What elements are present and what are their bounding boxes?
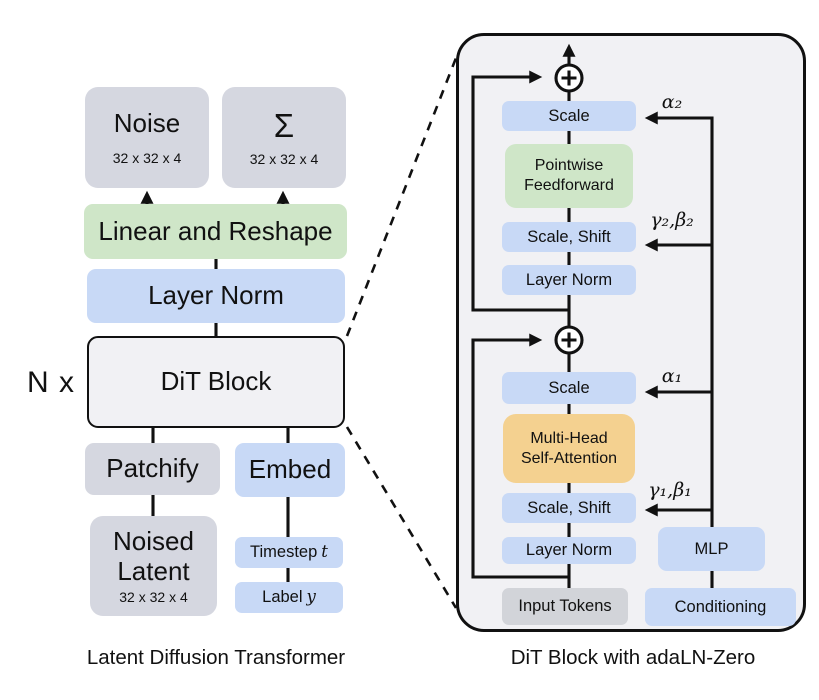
noised-latent-label: Noised Latent — [113, 526, 194, 586]
noised-latent-box: Noised Latent 32 x 32 x 4 — [90, 516, 217, 616]
noise-label: Noise — [113, 108, 181, 138]
n-times-label: N x — [27, 366, 75, 399]
timestep-var: t — [321, 542, 328, 562]
alpha1-label: α₁ — [661, 365, 683, 387]
scale-bottom-box: Scale — [502, 372, 636, 404]
pointwise-feedforward-box: Pointwise Feedforward — [505, 144, 633, 208]
gamma-beta2-label: γ₂,β₂ — [650, 209, 694, 231]
conditioning-box: Conditioning — [645, 588, 796, 626]
input-tokens-box: Input Tokens — [502, 588, 628, 625]
layer-norm-box: Layer Norm — [87, 269, 345, 323]
timestep-box: Timestep t — [235, 537, 343, 568]
label-y-box: Label y — [235, 582, 343, 613]
noise-box: Noise 32 x 32 x 4 — [85, 87, 209, 188]
mlp-box: MLP — [658, 527, 765, 571]
sigma-dims: 32 x 32 x 4 — [249, 151, 319, 168]
right-caption: DiT Block with adaLN-Zero — [510, 646, 756, 669]
label-text: Label — [262, 588, 303, 607]
left-caption: Latent Diffusion Transformer — [86, 646, 346, 669]
scale-shift-top-box: Scale, Shift — [502, 222, 636, 252]
gamma-beta1-label: γ₁,β₁ — [648, 479, 692, 501]
layer-norm-bottom-box: Layer Norm — [502, 537, 636, 564]
embed-box: Embed — [235, 443, 345, 497]
layer-norm-top-box: Layer Norm — [502, 265, 636, 295]
dit-block-box: DiT Block — [87, 336, 345, 428]
sigma-label: Σ — [273, 107, 295, 145]
noised-latent-dims: 32 x 32 x 4 — [119, 588, 188, 605]
dashed-guide-top — [345, 57, 458, 337]
label-var: y — [306, 587, 316, 607]
dashed-guide-bottom — [345, 426, 458, 609]
noise-dims: 32 x 32 x 4 — [112, 149, 182, 166]
linear-reshape-box: Linear and Reshape — [84, 204, 347, 259]
alpha2-label: α₂ — [661, 91, 683, 113]
scale-top-box: Scale — [502, 101, 636, 131]
sigma-box: Σ 32 x 32 x 4 — [222, 87, 346, 188]
patchify-box: Patchify — [85, 443, 220, 495]
scale-shift-bottom-box: Scale, Shift — [502, 493, 636, 523]
mhsa-box: Multi-Head Self-Attention — [503, 414, 635, 483]
timestep-text: Timestep — [250, 543, 318, 562]
